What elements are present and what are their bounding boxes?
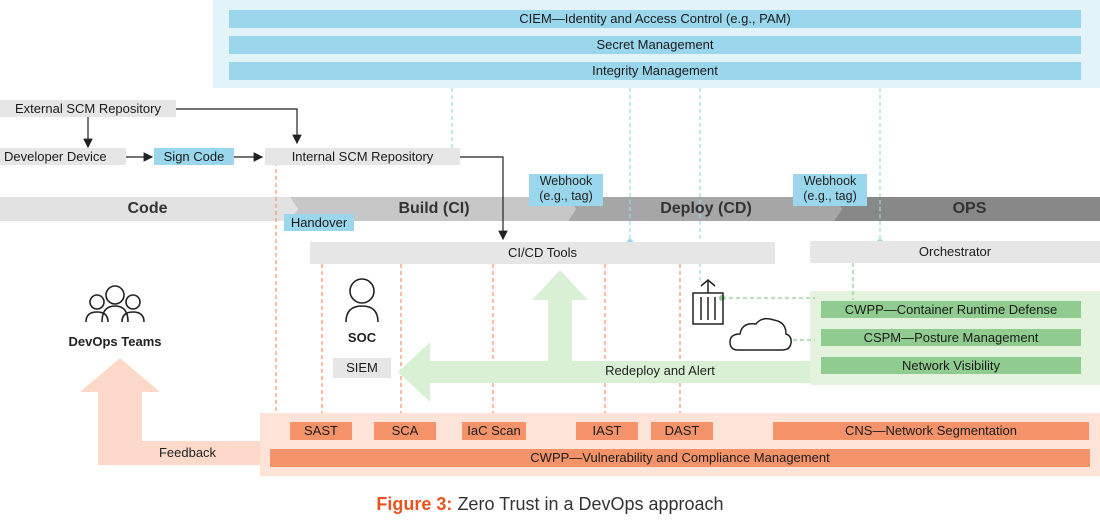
developer-device: Developer Device	[0, 148, 126, 165]
redeploy-label: Redeploy and Alert	[605, 363, 715, 378]
webhook-label: Webhook	[803, 174, 857, 188]
internal-to-cicd-arrow	[460, 156, 508, 241]
external-scm-repository: External SCM Repository	[0, 100, 176, 117]
feedback-label: Feedback	[158, 445, 217, 460]
tool-sast: SAST	[290, 422, 352, 440]
integrity-management-bar: Integrity Management	[229, 62, 1081, 80]
stage-label-deploy: Deploy (CD)	[660, 200, 752, 217]
stage-ops	[834, 197, 1100, 221]
figure-caption: Figure 3: Zero Trust in a DevOps approac…	[0, 494, 1100, 515]
webhook-build: Webhook (e.g., tag)	[529, 174, 603, 206]
stage-build	[290, 197, 576, 221]
tool-iast: IAST	[576, 422, 638, 440]
tool-sca: SCA	[374, 422, 436, 440]
handover-label: Handover	[284, 214, 354, 231]
network-visibility: Network Visibility	[821, 357, 1081, 374]
ciem-bar: CIEM—Identity and Access Control (e.g., …	[229, 10, 1081, 28]
soc-label: SOC	[347, 330, 377, 345]
devops-teams-icon	[85, 285, 145, 323]
webhook-example: (e.g., tag)	[803, 189, 857, 203]
webhook-example: (e.g., tag)	[539, 189, 593, 203]
stage-label-build: Build (CI)	[398, 200, 470, 217]
cwpp-vulnerability-compliance: CWPP—Vulnerability and Compliance Manage…	[270, 449, 1090, 467]
caption-lead: Figure 3:	[376, 494, 453, 514]
tool-cns-network-segmentation: CNS—Network Segmentation	[773, 422, 1089, 440]
caption-text: Zero Trust in a DevOps approach	[452, 494, 724, 514]
redeploy-arrow	[398, 270, 810, 402]
container-icon	[692, 279, 724, 325]
sign-code: Sign Code	[154, 148, 234, 165]
orchestrator: Orchestrator	[810, 241, 1100, 263]
tool-dast: DAST	[651, 422, 713, 440]
internal-scm-repository: Internal SCM Repository	[265, 148, 460, 165]
cwpp-runtime-defense: CWPP—Container Runtime Defense	[821, 301, 1081, 318]
cspm-posture-management: CSPM—Posture Management	[821, 329, 1081, 346]
stage-label-ops: OPS	[952, 200, 987, 217]
tool-iac-scan: IaC Scan	[462, 422, 526, 440]
secret-management-bar: Secret Management	[229, 36, 1081, 54]
webhook-label: Webhook	[539, 174, 593, 188]
cloud-icon	[729, 317, 792, 351]
stage-deploy	[568, 197, 842, 221]
feedback-arrow	[80, 358, 260, 465]
soc-person-icon	[345, 278, 379, 323]
devops-teams-label: DevOps Teams	[68, 334, 162, 349]
stage-label-code: Code	[127, 200, 168, 217]
stage-code	[0, 197, 298, 221]
cicd-tools: CI/CD Tools	[310, 242, 775, 264]
webhook-deploy: Webhook (e.g., tag)	[793, 174, 867, 206]
ext-to-internal-arrow	[176, 108, 302, 145]
siem-box: SIEM	[333, 358, 391, 378]
